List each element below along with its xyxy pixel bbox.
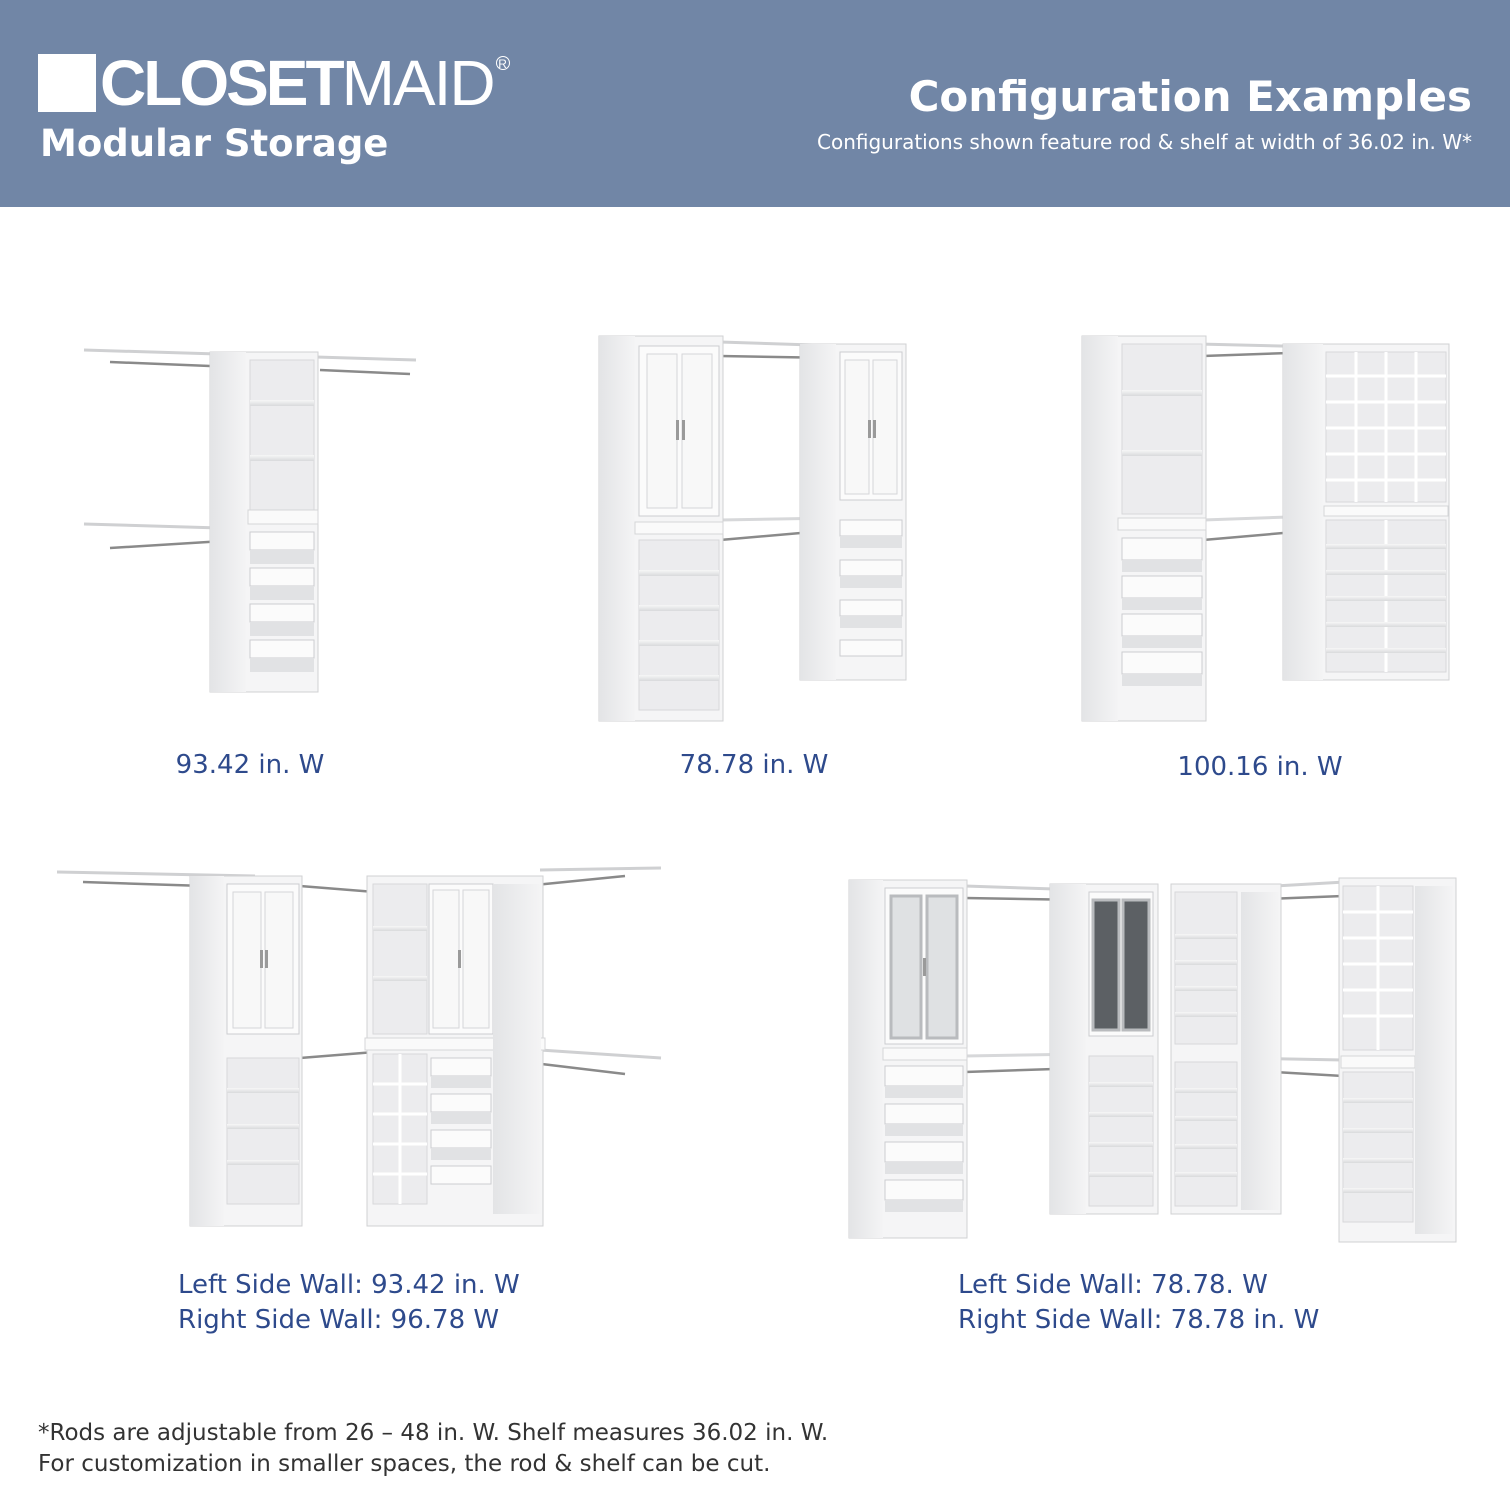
config-5-label-left-wall: Left Side Wall: 78.78. W [958,1270,1268,1300]
config-3-label: 100.16 in. W [1177,752,1343,782]
page-title: Configuration Examples [908,72,1472,121]
config-1-label: 93.42 in. W [175,750,325,780]
config-2-illustration [598,335,907,722]
config-5-illustration [848,877,1457,1243]
footnote: *Rods are adjustable from 26 – 48 in. W.… [38,1418,828,1480]
config-5-label-right-wall: Right Side Wall: 78.78 in. W [958,1305,1320,1335]
footnote-line-1: *Rods are adjustable from 26 – 48 in. W.… [38,1420,829,1446]
config-4-label-left-wall: Left Side Wall: 93.42 in. W [178,1270,520,1300]
config-2-label: 78.78 in. W [679,750,829,780]
config-3-illustration [1081,335,1450,722]
logo-square-icon [38,54,96,112]
footnote-line-2: For customization in smaller spaces, the… [38,1451,771,1477]
logo-brand-bold: CLOSET [100,47,345,119]
config-1-illustration [83,348,417,693]
logo-brand-light: MAID [341,47,496,119]
config-4-illustration [56,866,662,1227]
registered-mark-icon: R [495,56,510,71]
product-line: Modular Storage [40,122,389,165]
page-subtitle: Configurations shown feature rod & shelf… [817,130,1472,154]
config-4-label-right-wall: Right Side Wall: 96.78 W [178,1305,500,1335]
